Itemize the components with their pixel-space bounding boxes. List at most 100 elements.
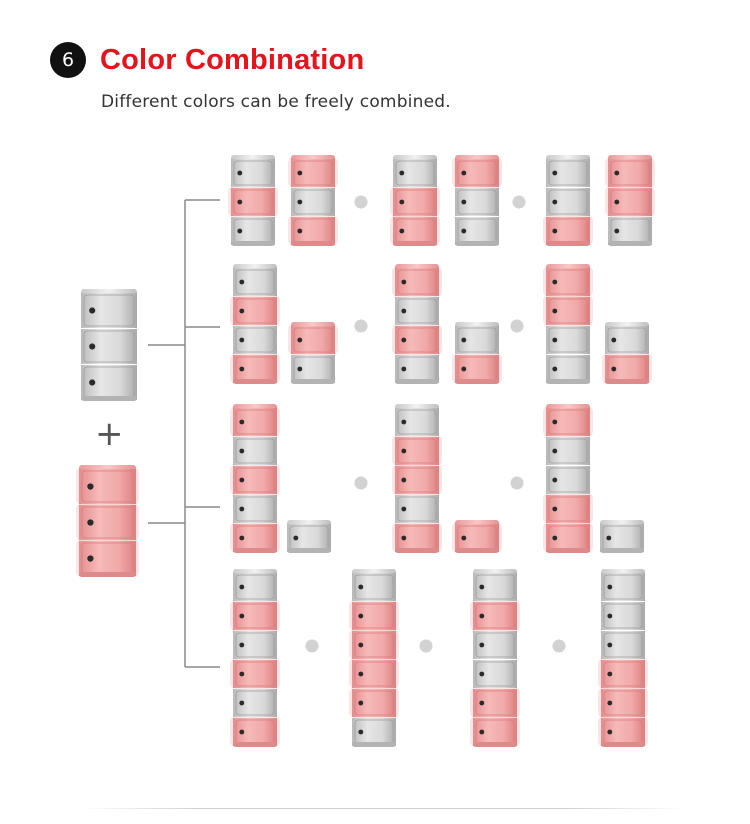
- drawer-handle-hole: [611, 337, 617, 343]
- base-pink-unit: [76, 465, 139, 577]
- drawer-handle-hole: [239, 506, 245, 512]
- drawer-handle-hole: [239, 366, 245, 372]
- combination-option: [228, 155, 338, 246]
- drawer-front-panel: [235, 269, 275, 295]
- drawer-handle-hole: [297, 366, 303, 372]
- stack-1-drawers: [287, 520, 331, 553]
- combination-option: [230, 569, 280, 747]
- unit-base: [546, 379, 590, 384]
- drawer-front-panel: [475, 661, 515, 687]
- unit-base: [546, 548, 590, 553]
- drawer-front-panel: [235, 690, 275, 716]
- drawer-handle-hole: [239, 642, 245, 648]
- combination-option: [543, 404, 644, 553]
- combination-row-five-plus-one: [230, 404, 644, 553]
- drawer-front-panel: [607, 327, 647, 353]
- combination-option: [543, 264, 652, 384]
- drawer-front-panel: [81, 506, 134, 539]
- drawer-handle-hole: [401, 448, 407, 454]
- separator-dot: [305, 639, 319, 653]
- drawer-handle-hole: [237, 170, 243, 176]
- stack-4-drawers: [230, 264, 280, 384]
- combination-option: [230, 264, 338, 384]
- unit-base: [605, 379, 649, 384]
- drawer-front-panel: [457, 327, 497, 353]
- drawer-front-panel: [293, 189, 333, 215]
- drawer-handle-hole: [479, 642, 485, 648]
- drawer-handle-hole: [401, 279, 407, 285]
- drawer-handle-hole: [611, 366, 617, 372]
- section-title: Color Combination: [100, 43, 365, 76]
- drawer-front-panel: [233, 160, 273, 186]
- drawer-handle-hole: [552, 477, 558, 483]
- drawer-handle-hole: [401, 337, 407, 343]
- drawer-front-panel: [354, 632, 394, 658]
- drawer-handle-hole: [399, 170, 405, 176]
- combination-option: [390, 155, 502, 246]
- drawer-handle-hole: [358, 584, 364, 590]
- separator-dot: [354, 476, 368, 490]
- drawer-handle-hole: [399, 199, 405, 205]
- drawer-front-panel: [603, 661, 643, 687]
- drawer-handle-hole: [461, 535, 467, 541]
- combination-row-two-stacks-three-each: [228, 155, 655, 246]
- drawer-front-panel: [395, 160, 435, 186]
- unit-base: [395, 548, 439, 553]
- drawer-front-panel: [397, 467, 437, 493]
- unit-base: [231, 241, 275, 246]
- drawer-front-panel: [235, 298, 275, 324]
- stack-6-drawers: [230, 569, 280, 747]
- drawer-handle-hole: [607, 613, 613, 619]
- drawer-front-panel: [548, 160, 588, 186]
- drawer-handle-hole: [87, 519, 94, 526]
- drawer-front-panel: [235, 327, 275, 353]
- drawer-handle-hole: [461, 228, 467, 234]
- drawer-handle-hole: [87, 483, 94, 490]
- drawer-handle-hole: [239, 337, 245, 343]
- stack-5-drawers: [543, 404, 593, 553]
- separator-dot: [510, 476, 524, 490]
- stack-3-drawers: [288, 155, 338, 246]
- drawer-front-panel: [235, 438, 275, 464]
- drawer-handle-hole: [552, 170, 558, 176]
- drawer-handle-hole: [293, 535, 299, 541]
- separator-dot: [419, 639, 433, 653]
- combination-option: [392, 404, 502, 553]
- drawer-handle-hole: [552, 228, 558, 234]
- drawer-handle-hole: [239, 448, 245, 454]
- drawer-front-panel: [603, 690, 643, 716]
- drawer-front-panel: [475, 603, 515, 629]
- drawer-handle-hole: [239, 419, 245, 425]
- drawer-front-panel: [548, 438, 588, 464]
- unit-base: [233, 548, 277, 553]
- combination-option: [349, 569, 399, 747]
- plus-symbol: +: [95, 414, 124, 454]
- unit-base: [81, 396, 137, 401]
- drawer-handle-hole: [87, 555, 94, 562]
- stack-4-drawers: [392, 264, 442, 384]
- drawer-handle-hole: [358, 700, 364, 706]
- stack-3-drawers: [605, 155, 655, 246]
- drawer-front-panel: [354, 661, 394, 687]
- unit-base: [233, 379, 277, 384]
- unit-base: [352, 742, 396, 747]
- drawer-handle-hole: [461, 366, 467, 372]
- drawer-front-panel: [235, 496, 275, 522]
- unit-base: [291, 379, 335, 384]
- drawer-front-panel: [475, 690, 515, 716]
- drawer-handle-hole: [552, 366, 558, 372]
- step-number-badge: 6: [50, 42, 86, 78]
- drawer-front-panel: [548, 298, 588, 324]
- drawer-handle-hole: [89, 379, 96, 386]
- drawer-front-panel: [457, 160, 497, 186]
- stack-3-drawers: [452, 155, 502, 246]
- drawer-handle-hole: [358, 729, 364, 735]
- drawer-front-panel: [457, 189, 497, 215]
- drawer-handle-hole: [479, 700, 485, 706]
- drawer-handle-hole: [607, 729, 613, 735]
- section-subtitle: Different colors can be freely combined.: [101, 92, 451, 112]
- drawer-front-panel: [354, 690, 394, 716]
- drawer-front-panel: [610, 189, 650, 215]
- combination-option: [230, 404, 331, 553]
- connector-lines: [148, 199, 220, 668]
